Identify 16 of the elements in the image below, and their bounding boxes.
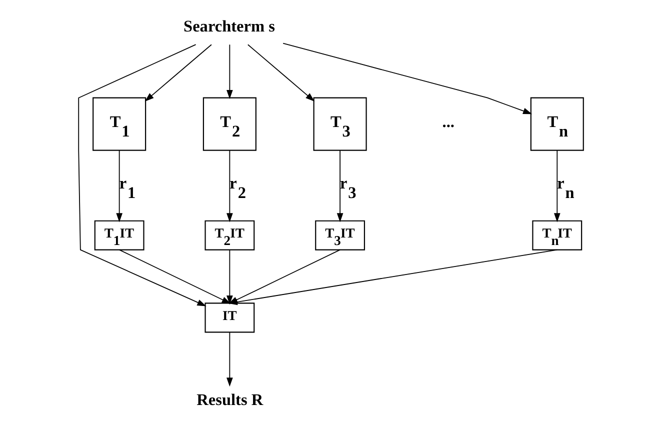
arrow (144, 44, 212, 102)
arrow (282, 42, 532, 114)
arrow (553, 150, 560, 222)
arrow (246, 44, 314, 102)
arrow (118, 249, 230, 304)
arrow (78, 44, 206, 306)
node-text: Results R (196, 390, 263, 409)
arrow (226, 44, 232, 100)
arrow (336, 150, 343, 222)
arrow (226, 150, 232, 222)
arrow (226, 249, 232, 305)
arrow (116, 150, 122, 222)
node-box: IT (204, 302, 254, 333)
arrow (226, 332, 232, 387)
label: ... (442, 112, 454, 132)
node-text: Searchterm s (183, 16, 274, 36)
